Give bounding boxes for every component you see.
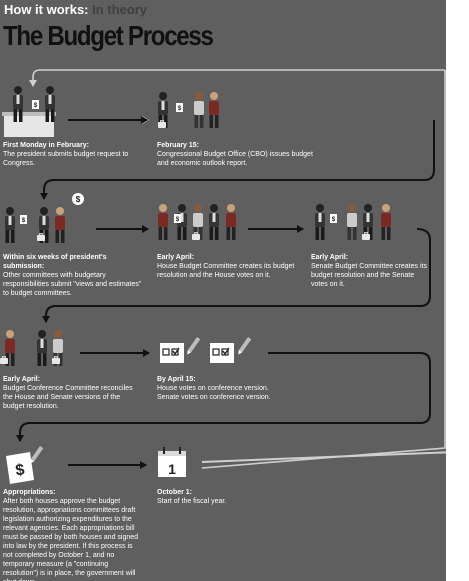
step-1-heading: First Monday in February: [3, 142, 89, 149]
step-1-caption: First Monday in February: The president … [3, 141, 148, 168]
step-3-heading: Within six weeks of president's submissi… [3, 254, 107, 270]
arrow-2-3 [40, 120, 435, 200]
step-2-heading: February 15: [157, 142, 200, 149]
committees-icon: $ [5, 193, 84, 243]
step-3-body: Other committees with budgetary responsi… [3, 272, 142, 297]
step-8-heading: Appropriations: [3, 489, 56, 496]
loop-return-line [29, 69, 445, 87]
budget-process-diagram: How it works: In theory The Budget Proce… [0, 0, 446, 581]
dollar-icon: $ [76, 195, 81, 204]
step-7-body: House votes on conference version. Senat… [157, 385, 271, 401]
step-5-heading: Early April: [311, 254, 349, 261]
ballot-icon-house [159, 337, 201, 364]
ballot-icon-senate [209, 337, 252, 364]
calendar-icon: 1 [158, 447, 186, 477]
step-8-caption: Appropriations: After both houses approv… [3, 488, 143, 581]
step-9-body: Start of the fiscal year. [157, 498, 227, 505]
step-5-body: Senate Budget Committee creates its budg… [311, 263, 427, 288]
step-6-caption: Early April: Budget Conference Committee… [3, 375, 141, 411]
step-1-body: The president submits budget request to … [3, 151, 129, 167]
step-8-body: After both houses approve the budget res… [3, 498, 139, 581]
arrow-5-6 [42, 228, 431, 323]
step-7-caption: By April 15: House votes on conference v… [157, 375, 287, 402]
appropriations-icon: $ [6, 446, 44, 484]
step-4-caption: Early April: House Budget Committee crea… [157, 253, 297, 280]
cbo-icon [157, 92, 219, 129]
kicker-label: How it works: [4, 2, 89, 17]
diagram-graphics: $ [0, 69, 446, 484]
step-9-caption: October 1: Start of the fiscal year. [157, 488, 277, 506]
kicker-tag: In theory [92, 2, 148, 17]
calendar-day: 1 [168, 461, 176, 477]
president-icon [2, 86, 56, 137]
step-9-heading: October 1: [157, 489, 193, 496]
step-6-heading: Early April: [3, 376, 41, 383]
step-4-heading: Early April: [157, 254, 195, 261]
step-6-body: Budget Conference Committee reconciles t… [3, 385, 133, 410]
step-2-caption: February 15: Congressional Budget Office… [157, 141, 317, 168]
conference-icon [0, 330, 63, 366]
arrow-7-8 [16, 352, 431, 442]
page-title: The Budget Process [3, 20, 214, 51]
loop-line [201, 70, 446, 469]
step-3-caption: Within six weeks of president's submissi… [3, 253, 143, 298]
house-committee-icon [158, 204, 236, 241]
step-5-caption: Early April: Senate Budget Committee cre… [311, 253, 431, 289]
step-7-heading: By April 15: [157, 376, 196, 383]
appropriations-dollar-icon: $ [14, 461, 25, 479]
step-4-body: House Budget Committee creates its budge… [157, 263, 295, 279]
step-2-body: Congressional Budget Office (CBO) issues… [157, 151, 313, 167]
header-kicker: How it works: In theory [4, 2, 147, 17]
senate-committee-icon [315, 204, 391, 241]
